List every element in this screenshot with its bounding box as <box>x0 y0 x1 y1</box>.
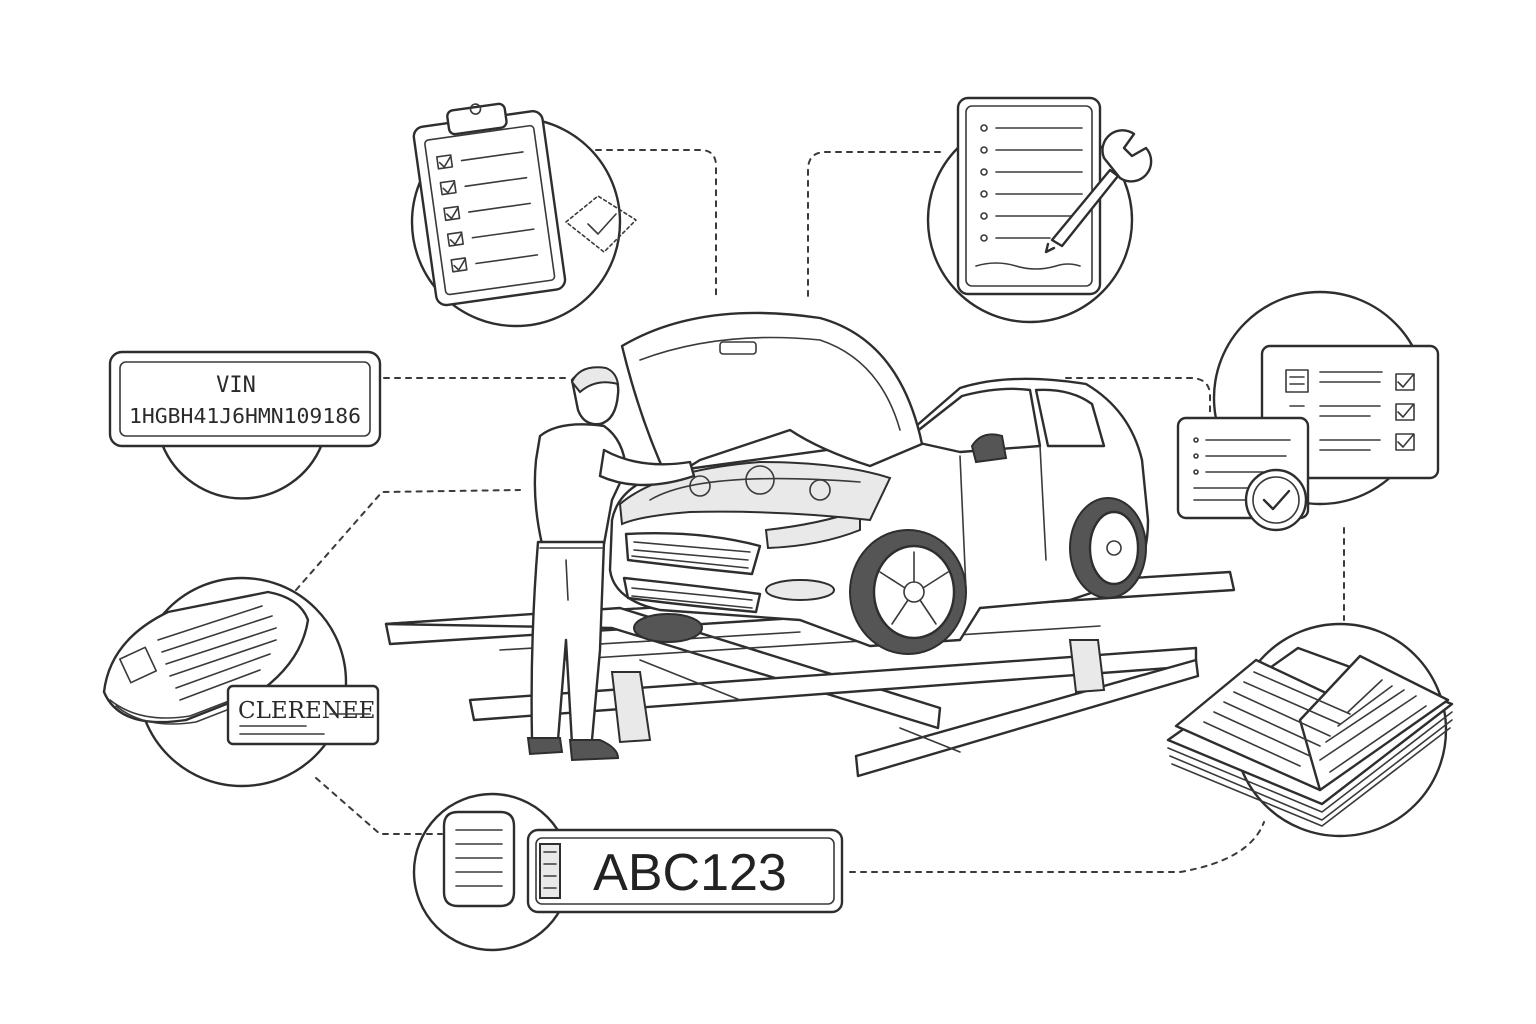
mechanic-arm <box>598 448 696 487</box>
rear-window <box>1034 388 1106 448</box>
connector-documents <box>1065 377 1211 415</box>
sedan-car <box>608 311 1150 655</box>
front-wheel <box>849 529 967 655</box>
verified-badge-icon <box>565 195 637 253</box>
lower-grille <box>622 576 762 614</box>
front-left-tire <box>633 613 703 643</box>
plate-number: ABC123 <box>593 844 787 902</box>
connector-plate-right <box>849 821 1265 873</box>
left-shoe <box>526 737 564 756</box>
checkmark-icon <box>1262 489 1291 511</box>
vin-label: VIN <box>216 373 256 398</box>
connector-service-record <box>807 151 941 301</box>
side-mirror <box>970 433 1008 464</box>
connector-clearance <box>295 489 521 591</box>
front-window <box>904 387 1042 454</box>
plate-seal-icon <box>539 843 561 899</box>
rear-wheel <box>1069 497 1147 599</box>
fog-light <box>765 579 835 601</box>
vin-number: 1HGBH41J6HMN109186 <box>129 404 361 428</box>
verified-documents-icon <box>1176 344 1440 532</box>
clearance-label: CLERENEE <box>238 698 375 724</box>
vehicle-papers-clearance-icon: CLERENEE <box>102 590 380 746</box>
connector-lines <box>295 149 1345 873</box>
vin-circle-arc <box>160 442 324 500</box>
vin-card: VIN 1HGBH41J6HMN109186 <box>108 350 382 448</box>
license-plate <box>526 828 844 914</box>
feature-circles <box>136 116 1448 952</box>
mechanic-figure <box>526 366 696 762</box>
checklist-clipboard-icon <box>412 102 567 307</box>
open-hood <box>620 311 924 482</box>
wrench-icon <box>1044 129 1153 254</box>
service-record-wrench-icon <box>956 96 1153 296</box>
registration-badge-icon <box>442 810 516 908</box>
headlight <box>764 508 861 550</box>
service-manual-book-icon <box>1166 646 1454 827</box>
connector-plate-left <box>315 777 443 835</box>
right-shoe <box>568 739 620 762</box>
license-plate-registration-icon: ABC123 <box>442 810 844 914</box>
connector-checklist <box>595 149 717 301</box>
